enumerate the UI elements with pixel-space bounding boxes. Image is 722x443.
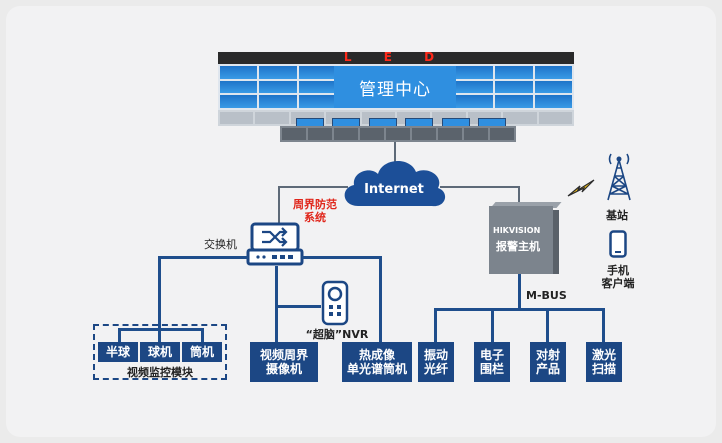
- video-module-label: 视频监控模块: [127, 366, 193, 379]
- line-to-perimeter-camera: [275, 266, 278, 342]
- connector-to-switch: [278, 186, 280, 226]
- internet-label: Internet: [364, 182, 424, 197]
- led-bar: [218, 52, 574, 64]
- connector-internet-right: [440, 186, 520, 188]
- nvr-label: “超脑”NVR: [305, 328, 369, 341]
- beam-product-box: 对射 产品: [530, 342, 566, 382]
- dome-camera-box: 半球: [98, 342, 138, 362]
- line-ptz: [158, 328, 161, 342]
- internet-cloud-icon: [344, 160, 446, 207]
- alarm-host-label: 报警主机: [496, 240, 540, 253]
- alarm-host: [489, 206, 553, 274]
- mobile-phone-icon: [609, 230, 627, 258]
- switch-label: 交换机: [204, 238, 237, 251]
- connector-to-alarm: [518, 186, 520, 208]
- line-bullet: [201, 328, 204, 342]
- switch-line-right: [302, 256, 382, 259]
- mobile-client-label: 手机 客户端: [601, 264, 635, 290]
- electric-fence-box: 电子 围栏: [474, 342, 510, 382]
- alarm-bus-line: [518, 274, 521, 308]
- connector-center-internet: [394, 142, 396, 162]
- mbus-bus: [434, 308, 604, 311]
- switch-icon: [246, 222, 304, 266]
- line-beam: [546, 308, 549, 342]
- console-desk: [280, 126, 516, 142]
- perimeter-system-label: 周界防范 系统: [293, 198, 337, 224]
- mbus-label: M-BUS: [526, 289, 567, 302]
- line-to-thermal-camera: [379, 256, 382, 342]
- bullet-camera-box: 筒机: [182, 342, 222, 362]
- base-station-icon: [607, 153, 631, 201]
- ptz-camera-box: 球机: [140, 342, 180, 362]
- line-to-nvr: [275, 305, 321, 308]
- perimeter-camera-box: 视频周界 摄像机: [250, 342, 318, 382]
- base-station-label: 基站: [606, 209, 628, 222]
- video-module-frame: [93, 324, 227, 380]
- line-fence: [491, 308, 494, 342]
- line-laser: [602, 308, 605, 342]
- connector-internet-left: [278, 186, 348, 188]
- alarm-host-side: [553, 210, 559, 274]
- switch-line-left: [158, 256, 248, 259]
- video-module-bus: [118, 328, 204, 331]
- management-center-title: 管理中心: [334, 66, 456, 108]
- vibration-fiber-box: 振动 光纤: [418, 342, 454, 382]
- line-to-video-module: [158, 256, 161, 328]
- thermal-camera-box: 热成像 单光谱筒机: [342, 342, 412, 382]
- alarm-brand: HIKVISION: [493, 226, 541, 235]
- line-fiber: [434, 308, 437, 342]
- wireless-signal-icon: [567, 179, 595, 197]
- nvr-icon: [321, 280, 349, 326]
- line-dome: [118, 328, 121, 342]
- laser-scan-box: 激光 扫描: [586, 342, 622, 382]
- led-label: L E D: [343, 50, 449, 64]
